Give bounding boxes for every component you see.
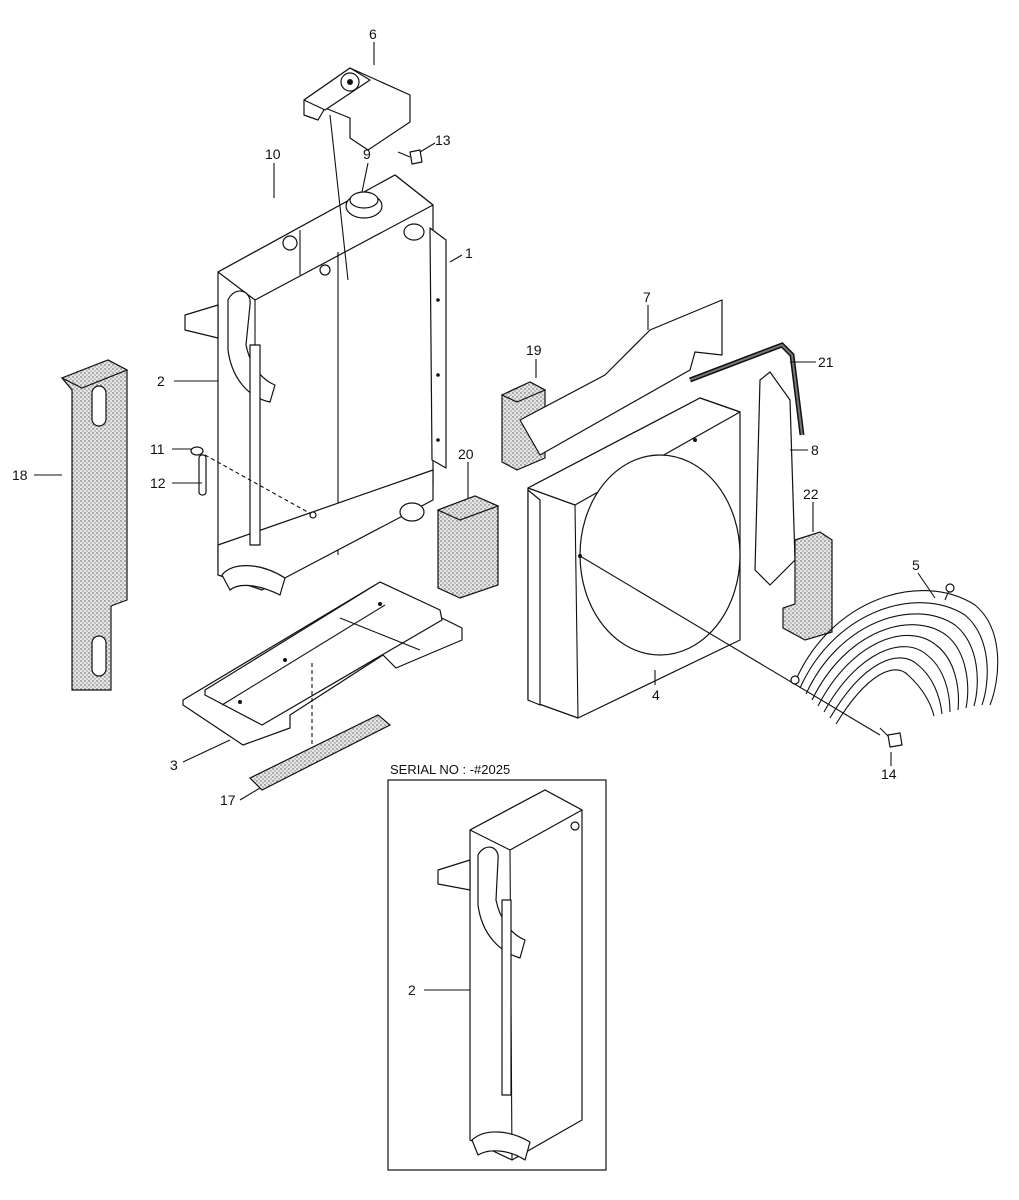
callout-6: 6: [369, 26, 377, 42]
callout-11: 11: [150, 441, 165, 457]
bolt-14: [879, 727, 903, 748]
base-bracket-3: [182, 581, 463, 746]
shroud-plate-7: [519, 299, 723, 456]
callout-18: 18: [12, 467, 28, 483]
callout-14: 14: [881, 766, 897, 782]
callout-2: 2: [157, 373, 165, 389]
callout-8: 8: [811, 442, 819, 458]
foam-strip-18: [60, 359, 129, 691]
callout-labels: 1 2 3 4 5 6 7 8 9 10 11 12 13 14 17 18 1…: [12, 26, 920, 998]
callout-17: 17: [220, 792, 236, 808]
drain-plug-12: [198, 454, 207, 496]
radiator-core-2: [184, 174, 434, 596]
side-plate-8: [754, 371, 796, 586]
foam-block-20: [436, 495, 500, 599]
serial-number-label: SERIAL NO : -#2025: [390, 762, 510, 777]
callout-4: 4: [652, 687, 660, 703]
bolt-13: [397, 149, 423, 165]
foam-block-22: [782, 531, 833, 641]
callout-9: 9: [363, 146, 371, 162]
drain-valve-11: [190, 446, 317, 519]
callout-20: 20: [458, 446, 474, 462]
radiator-core-inset: [437, 789, 583, 1161]
callout-3: 3: [170, 757, 178, 773]
radiator-cap-9: [345, 191, 383, 219]
fan-shroud-4: [527, 397, 881, 736]
serial-inset: [387, 779, 607, 1171]
callout-2-inset: 2: [408, 982, 416, 998]
overflow-hose-10: [251, 196, 331, 241]
side-bracket-1: [429, 227, 447, 469]
leader-lines: [34, 42, 936, 991]
callout-19: 19: [526, 342, 542, 358]
seal-strip-21: [689, 342, 805, 436]
callout-22: 22: [803, 486, 819, 502]
callout-10: 10: [265, 146, 281, 162]
callout-13: 13: [435, 132, 451, 148]
callout-21: 21: [818, 354, 834, 370]
fan-guard-5: [790, 583, 999, 725]
callout-12: 12: [150, 475, 166, 491]
foam-pad-17: [248, 714, 392, 791]
callout-1: 1: [465, 245, 473, 261]
callout-5: 5: [912, 557, 920, 573]
callout-7: 7: [643, 289, 651, 305]
top-bracket-6: [303, 67, 411, 281]
